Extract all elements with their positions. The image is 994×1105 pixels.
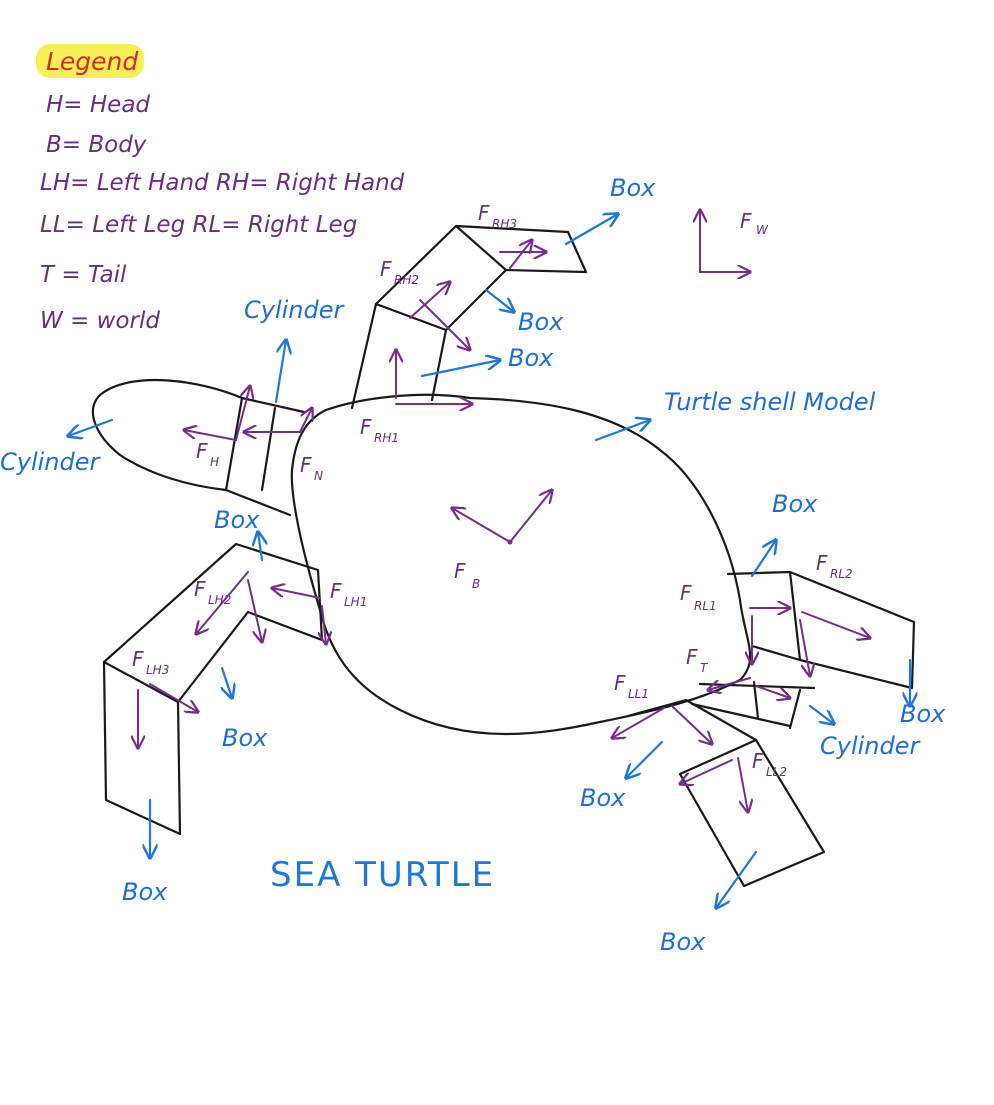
lh2-frame-sub: LH2 [208, 593, 231, 607]
rh2-frame: F RH2 [380, 257, 470, 350]
rh2-frame-letter: F [380, 257, 392, 281]
head-frame-sub: H [210, 455, 219, 469]
tail-frame-letter: F [686, 645, 698, 669]
turtle-outline [91, 224, 916, 888]
shell-outline [290, 393, 752, 736]
shell-label: Turtle shell Model [664, 388, 876, 416]
legend-world: W = world [40, 308, 160, 334]
legend: Legend H= Head B= Body LH= Left Hand RH=… [36, 44, 405, 334]
rh1-frame: F RH1 [360, 350, 472, 445]
body-frame: F B [452, 490, 552, 591]
lh1-frame-letter: F [330, 579, 342, 603]
label-cylinder-head: Cylinder [0, 448, 102, 476]
neck-frame: F N [244, 408, 323, 483]
lh2-frame: F LH2 [194, 571, 262, 642]
label-box-rl1: Box [772, 490, 818, 518]
legend-highlight [36, 44, 144, 78]
lh3-frame-letter: F [132, 647, 144, 671]
ll2-frame: F LL2 [680, 749, 787, 812]
rl1-frame-sub: RL1 [694, 599, 717, 613]
neck-frame-sub: N [314, 469, 323, 483]
body-frame-sub: B [472, 577, 480, 591]
label-cylinder-neck: Cylinder [244, 296, 346, 324]
annotations: Cylinder Cylinder Box Box Box Turtle she… [0, 174, 946, 956]
lh2-frame-letter: F [194, 577, 206, 601]
world-frame-letter: F [740, 209, 752, 233]
legend-hands: LH= Left Hand RH= Right Hand [40, 170, 405, 196]
frames: F W F B F H F N F RH1 [132, 201, 870, 812]
rh3-frame-sub: RH3 [492, 217, 517, 231]
label-box-rh3: Box [610, 174, 656, 202]
neck-frame-letter: F [300, 453, 312, 477]
rh2-box [374, 224, 508, 332]
legend-head: H= Head [46, 92, 150, 118]
rl1-frame: F RL1 [680, 581, 790, 664]
lh3-frame-sub: LH3 [146, 663, 169, 677]
tail-frame: F T [686, 645, 790, 698]
body-frame-letter: F [454, 559, 466, 583]
legend-legs: LL= Left Leg RL= Right Leg [40, 212, 357, 238]
ll1-frame: F LL1 [612, 671, 712, 744]
ll1-box [626, 698, 758, 776]
head-frame-letter: F [196, 439, 208, 463]
rl1-box [726, 570, 802, 662]
label-box-lh3: Box [222, 724, 268, 752]
rl2-box [788, 570, 916, 690]
head-outline [91, 378, 244, 492]
label-cylinder-tail: Cylinder [820, 732, 922, 760]
rh3-frame-letter: F [478, 201, 490, 225]
rh1-box [350, 302, 448, 410]
lh2-box [102, 542, 250, 704]
rh1-frame-letter: F [360, 415, 372, 439]
lh3-box [102, 660, 182, 836]
world-frame-sub: W [756, 223, 769, 237]
label-box-ll2: Box [660, 928, 706, 956]
rl2-frame-letter: F [816, 551, 828, 575]
label-box-rh2: Box [518, 308, 564, 336]
rl2-frame: F RL2 [799, 551, 870, 676]
rh1-frame-sub: RH1 [374, 431, 399, 445]
rl2-frame-sub: RL2 [830, 567, 853, 581]
tail-frame-sub: T [700, 661, 709, 675]
ll1-frame-letter: F [614, 671, 626, 695]
label-box-lh2: Box [214, 506, 260, 534]
rl1-frame-letter: F [680, 581, 692, 605]
ll2-frame-sub: LL2 [766, 765, 787, 779]
rh3-box [454, 224, 588, 274]
diagram-title: SEA TURTLE [270, 855, 495, 895]
world-frame: F W [700, 209, 769, 272]
label-box-rl2: Box [900, 700, 946, 728]
lh3-frame: F LH3 [132, 647, 198, 748]
rh3-frame: F RH3 [478, 201, 546, 269]
lh1-frame: F LH1 [272, 579, 367, 644]
label-box-lh3-end: Box [122, 878, 168, 906]
lh1-box [234, 542, 324, 642]
head-frame: F H [184, 386, 250, 469]
ll2-frame-letter: F [752, 749, 764, 773]
rh2-frame-sub: RH2 [394, 273, 419, 287]
label-box-rh1: Box [508, 344, 554, 372]
label-box-ll1: Box [580, 784, 626, 812]
legend-body: B= Body [46, 132, 147, 158]
legend-title: Legend [46, 47, 138, 76]
neck-cylinder [224, 396, 306, 517]
ll2-box [678, 738, 826, 888]
legend-tail: T = Tail [40, 262, 127, 288]
ll1-frame-sub: LL1 [628, 687, 649, 701]
lh1-frame-sub: LH1 [344, 595, 367, 609]
